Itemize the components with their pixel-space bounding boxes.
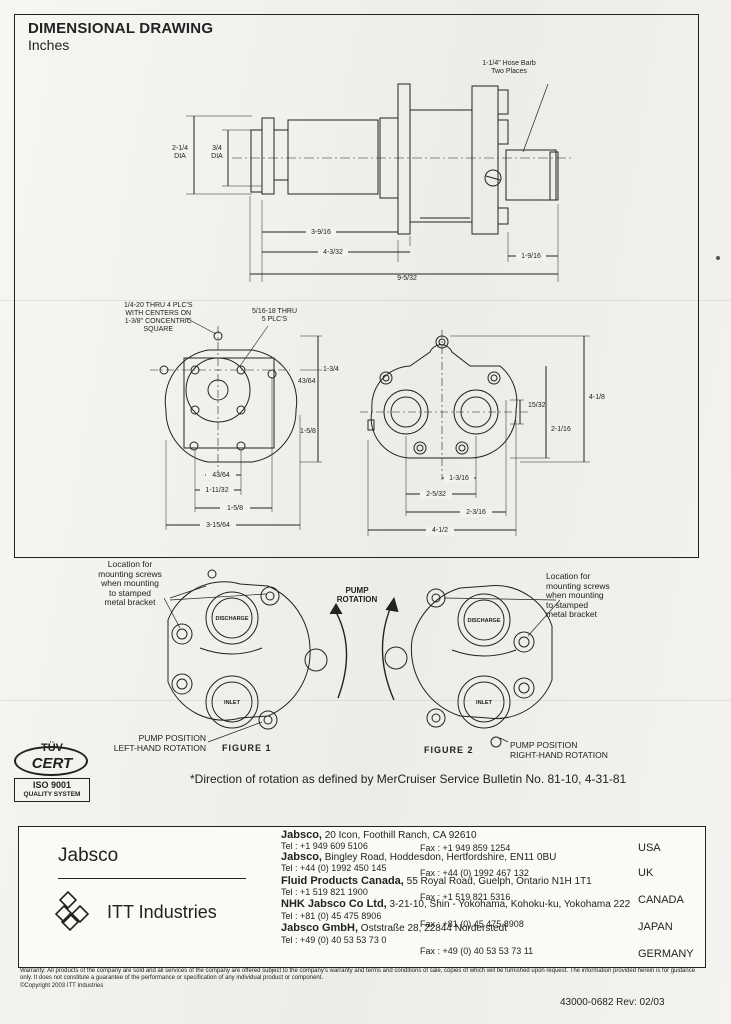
contact-japan-address: NHK Jabsco Co Ltd, 3-21-10, Shin - Yokoh… xyxy=(281,898,631,911)
contact-uk-fax: Fax : +44 (0) 1992 467 132 xyxy=(420,868,529,878)
dim-1-3-16: 1-3/16 xyxy=(444,475,474,483)
cert-oval xyxy=(14,746,88,776)
dim-43-64-vertical: 43/64 xyxy=(298,378,316,385)
dim-1-5-8: 1-5/8 xyxy=(220,505,250,513)
country-japan: JAPAN xyxy=(638,921,673,933)
mounting-note-left: Location for mounting screws when mounti… xyxy=(98,559,162,607)
dim-1-5-8-vertical: 1-5/8 xyxy=(300,428,316,435)
contact-uk-address: Jabsco, Bingley Road, Hoddesdon, Hertfor… xyxy=(281,851,557,864)
discharge-port-fig1: DISCHARGE xyxy=(215,616,249,622)
outer-diameter-label: 2-1/4 DIA xyxy=(172,145,188,160)
iso-text: ISO 9001 xyxy=(32,780,72,790)
itt-industries-brand: ITT Industries xyxy=(107,902,217,922)
pump-rotation-label: PUMP ROTATION xyxy=(336,586,378,604)
dim-4-1-8: 4-1/8 xyxy=(589,394,605,401)
dim-1-9-16: 1-9/16 xyxy=(516,253,546,261)
contact-japan-tel: Tel : +81 (0) 45 475 8906 xyxy=(281,911,382,921)
inlet-port-fig2: INLET xyxy=(476,700,492,706)
contact-panel xyxy=(18,826,706,968)
contact-japan-fax: Fax : +81 (0) 45 475 8908 xyxy=(420,919,524,929)
fig2-pump-position: PUMP POSITION RIGHT-HAND ROTATION xyxy=(510,740,608,760)
iso-box xyxy=(14,778,90,802)
dim-1-3-4: 1-3/4 xyxy=(323,366,339,373)
jabsco-brand: Jabsco xyxy=(58,845,119,866)
contact-canada-tel: Tel : +1 519 821 1900 xyxy=(281,887,368,897)
figure-1-pump xyxy=(167,569,328,730)
copyright-text: ©Copyright 2003 ITT Industries xyxy=(20,983,104,989)
hose-barb-note: 1-1/4" Hose Barb Two Places xyxy=(482,60,536,75)
dim-2-5-32: 2-5/32 xyxy=(420,491,452,499)
pump-front-view xyxy=(159,331,298,463)
contact-germany-address: Jabsco GmbH, Oststraße 28, 22844 Norders… xyxy=(281,922,507,935)
mounting-note-right: Location for mounting screws when mounti… xyxy=(546,571,610,619)
pump-rear-view xyxy=(367,335,518,459)
contact-uk-tel: Tel : +44 (0) 1992 450 145 xyxy=(281,863,387,873)
thread-note-left: 1/4-20 THRU 4 PLC'S WITH CENTERS ON 1-3/… xyxy=(124,302,193,333)
inner-diameter-label: 3/4 DIA xyxy=(211,145,223,160)
contact-usa-tel: Tel : +1 949 609 5106 xyxy=(281,841,368,851)
country-germany: GERMANY xyxy=(638,948,694,960)
tuv-iso-certification-badge: TÜV CERT ISO 9001 QUALITY SYSTEM xyxy=(12,742,92,804)
dim-43-64: 43/64 xyxy=(206,472,236,480)
paper-fold xyxy=(0,300,731,301)
country-uk: UK xyxy=(638,867,654,879)
dim-15-32: 15/32 xyxy=(528,402,546,409)
inlet-port-fig1: INLET xyxy=(224,700,240,706)
contact-germany-fax: Fax : +49 (0) 40 53 53 73 11 xyxy=(420,946,534,956)
dim-4-3-32: 4-3/32 xyxy=(318,249,348,257)
paper-fold xyxy=(0,700,731,701)
contact-usa-fax: Fax : +1 949 859 1254 xyxy=(420,843,511,853)
dim-3-15-64: 3-15/64 xyxy=(200,522,236,530)
warranty-text: Warranty: All products of the company ar… xyxy=(20,968,696,981)
fig1-pump-position: PUMP POSITION LEFT-HAND ROTATION xyxy=(113,733,206,753)
drawing-frame xyxy=(14,14,699,558)
dim-2-3-16: 2-3/16 xyxy=(460,509,492,517)
country-usa: USA xyxy=(638,842,661,854)
contact-canada-address: Fluid Products Canada, 55 Royal Road, Gu… xyxy=(281,875,592,888)
dim-9-5-32: 9-5/32 xyxy=(397,275,417,282)
document-number: 43000-0682 Rev: 02/03 xyxy=(560,997,665,1008)
dim-4-1-2: 4-1/2 xyxy=(426,527,454,535)
thread-note-right: 5/16-18 THRU 5 PLC'S xyxy=(252,308,298,323)
cert-text: CERT xyxy=(31,755,73,772)
dim-3-9-16: 3-9/16 xyxy=(306,229,336,237)
contact-canada-fax: Fax : +1 519 821 5316 xyxy=(420,892,511,902)
pump-side-view xyxy=(250,83,559,235)
dim-1-11-32: 1-11/32 xyxy=(200,487,234,495)
figure-2-label: FIGURE 2 xyxy=(424,745,474,755)
rotation-footnote: *Direction of rotation as defined by Mer… xyxy=(190,772,627,786)
figure-2-pump xyxy=(384,585,553,748)
contact-germany-tel: Tel : +49 (0) 40 53 53 73 0 xyxy=(281,935,387,945)
country-canada: CANADA xyxy=(638,894,684,906)
figure-1-label: FIGURE 1 xyxy=(222,743,272,753)
drawing-title: DIMENSIONAL DRAWING xyxy=(28,20,214,37)
quality-system-text: QUALITY SYSTEM xyxy=(23,791,81,798)
itt-logo-icon xyxy=(54,890,90,932)
dim-2-1-16: 2-1/16 xyxy=(551,426,571,433)
units-label: Inches xyxy=(28,37,70,53)
contact-usa-address: Jabsco, 20 Icon, Foothill Ranch, CA 9261… xyxy=(281,829,477,842)
brand-divider xyxy=(58,878,246,879)
discharge-port-fig2: DISCHARGE xyxy=(467,618,501,624)
